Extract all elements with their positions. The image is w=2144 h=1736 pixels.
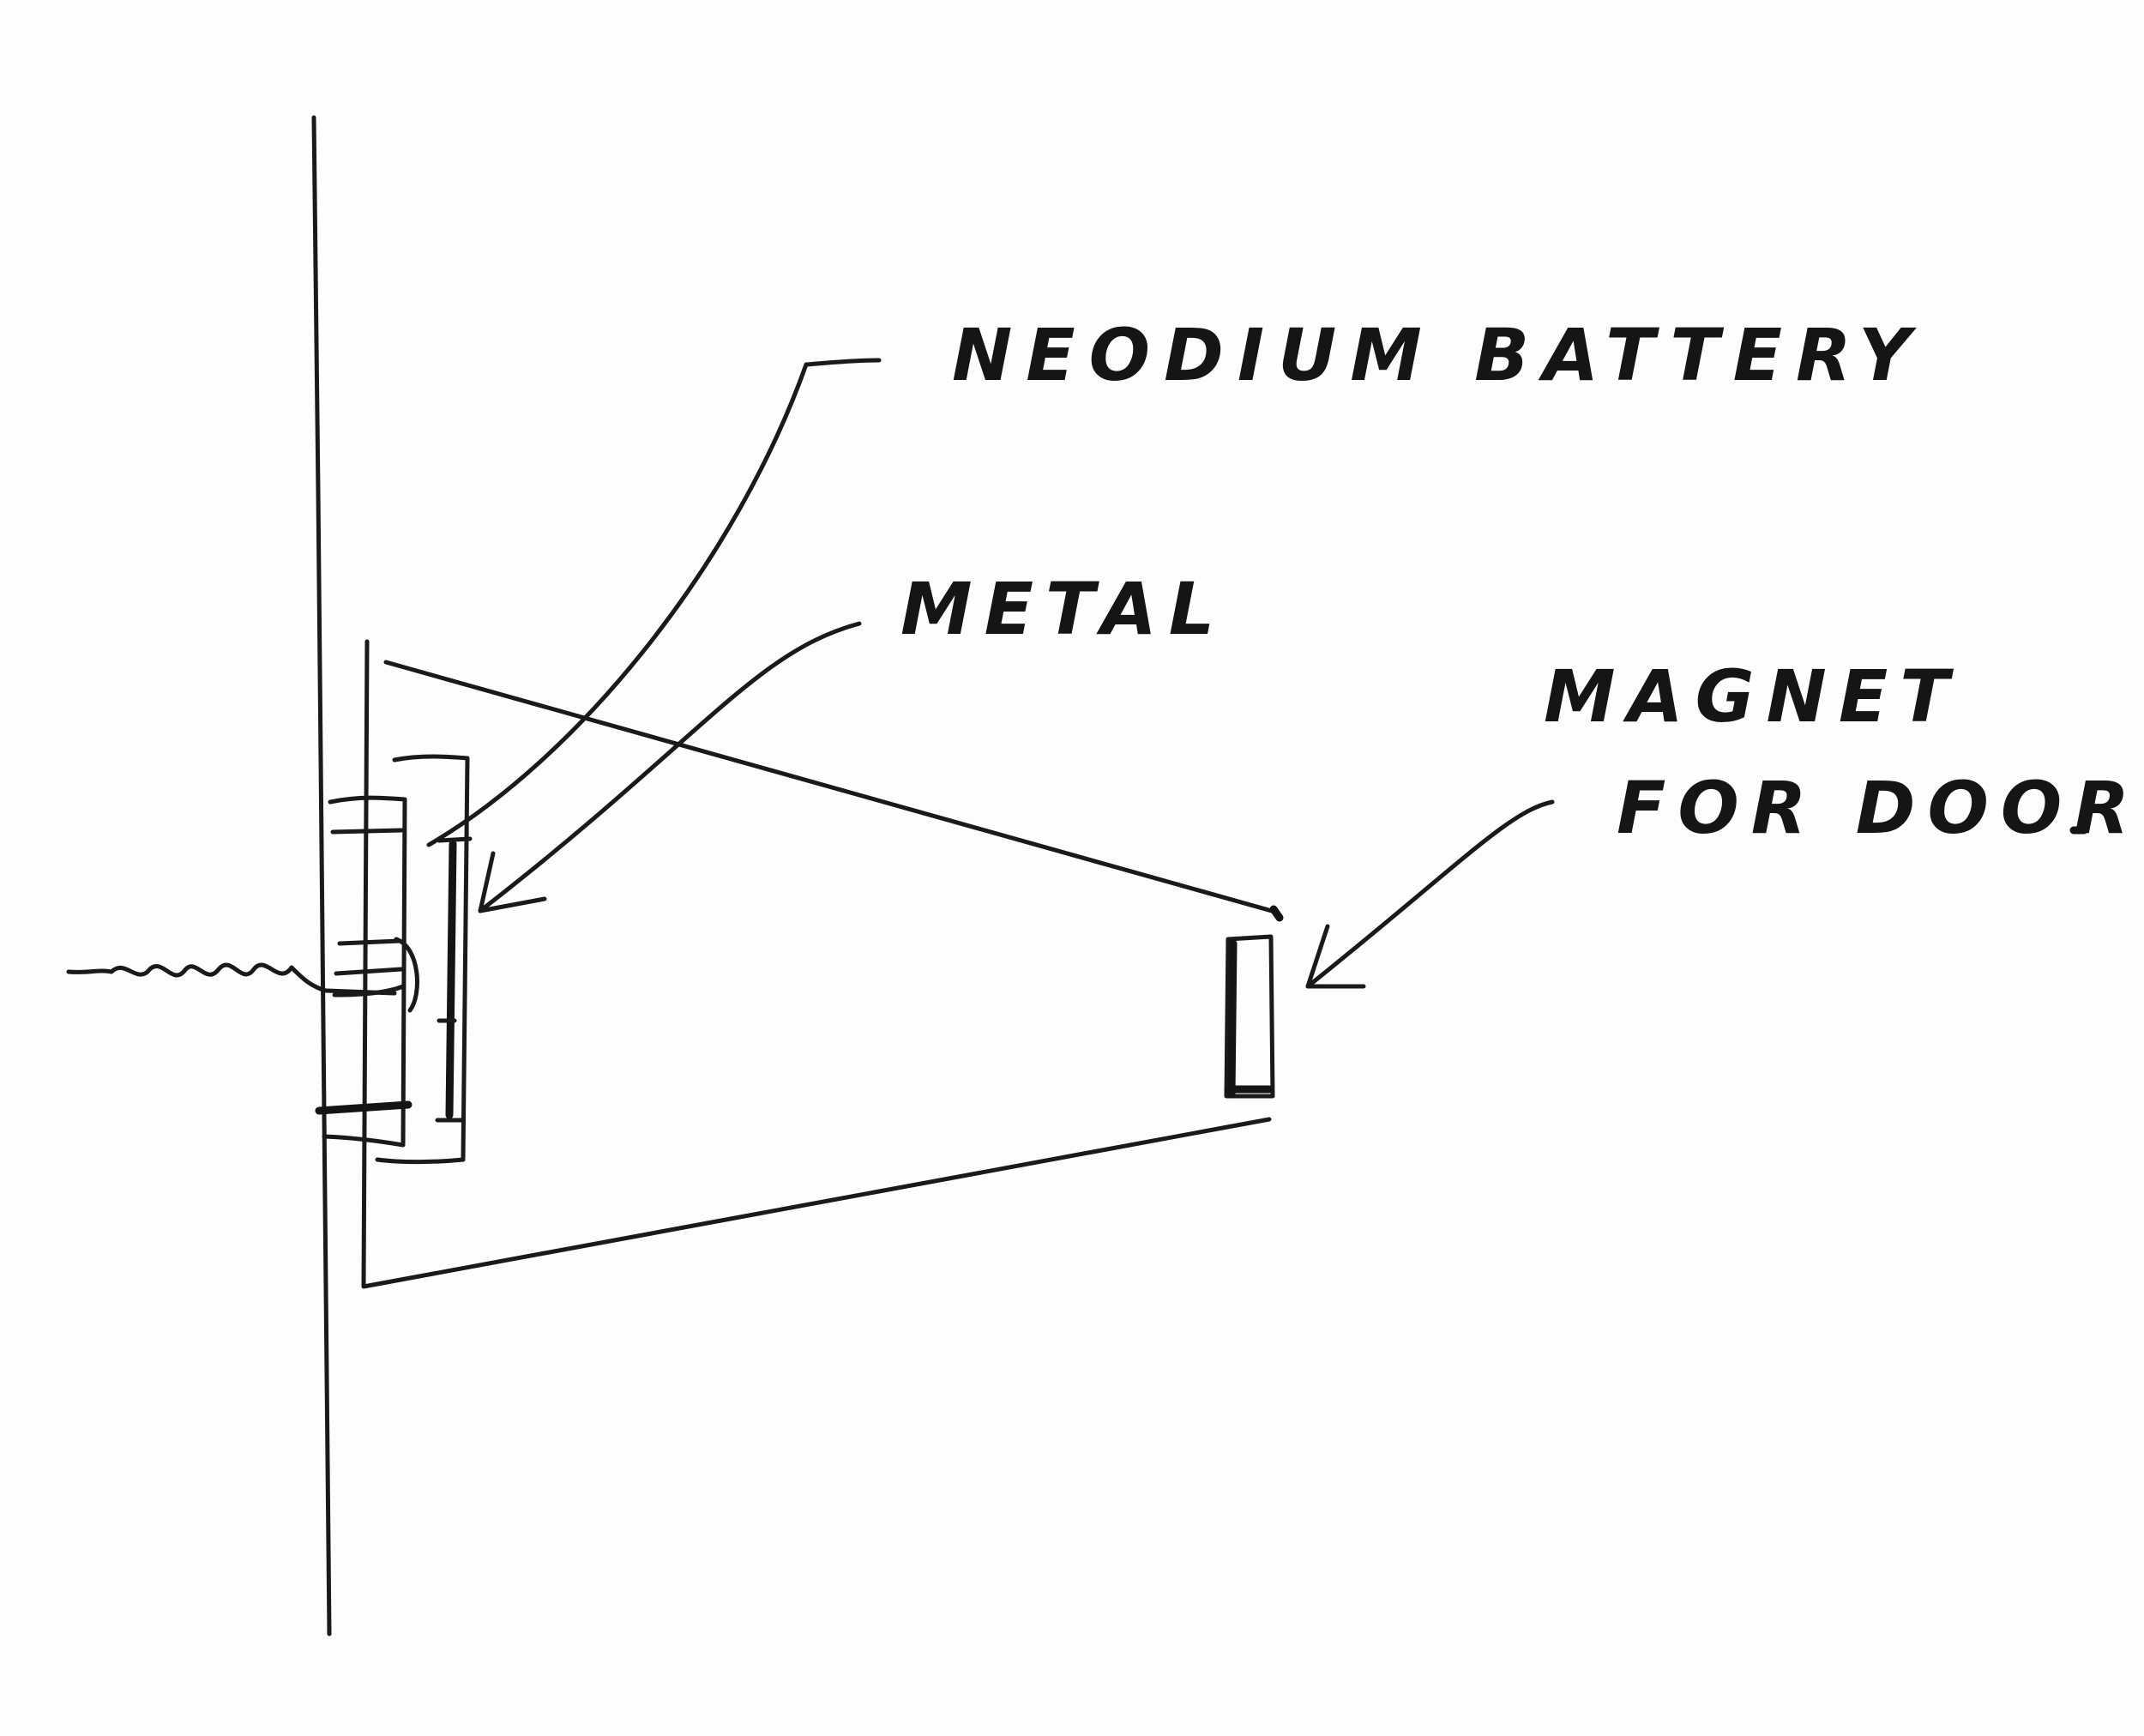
leader-neodium — [426, 358, 882, 847]
label-for-door: FOR DOOR. — [1617, 766, 2144, 850]
wall-line — [311, 115, 332, 1637]
plate-bottom-bar — [315, 1100, 413, 1115]
arrowhead-metal — [478, 851, 547, 913]
door-magnet — [1224, 934, 1275, 1099]
mounting-plate — [322, 795, 407, 1148]
wire — [66, 962, 397, 996]
label-magnet: MAGNET — [1544, 654, 1961, 738]
door-magnet-inner — [1224, 939, 1274, 1099]
door-body-outline — [361, 639, 1272, 1289]
battery-block — [375, 754, 470, 1165]
door-top-edge — [383, 660, 1280, 915]
metal-strip — [445, 840, 457, 1119]
plate-screw-hook — [394, 937, 419, 1013]
leader-magnet — [1305, 799, 1555, 989]
label-metal: METAL — [900, 567, 1227, 651]
door-magnet-dot — [1269, 905, 1284, 922]
label-neodium-battery: NEODIUM BATTERY — [952, 313, 1924, 397]
metal-strip-ticks — [435, 836, 473, 1123]
plate-bracket-lines — [330, 828, 406, 998]
leader-metal — [478, 621, 862, 913]
arrowhead-magnet — [1305, 924, 1366, 989]
